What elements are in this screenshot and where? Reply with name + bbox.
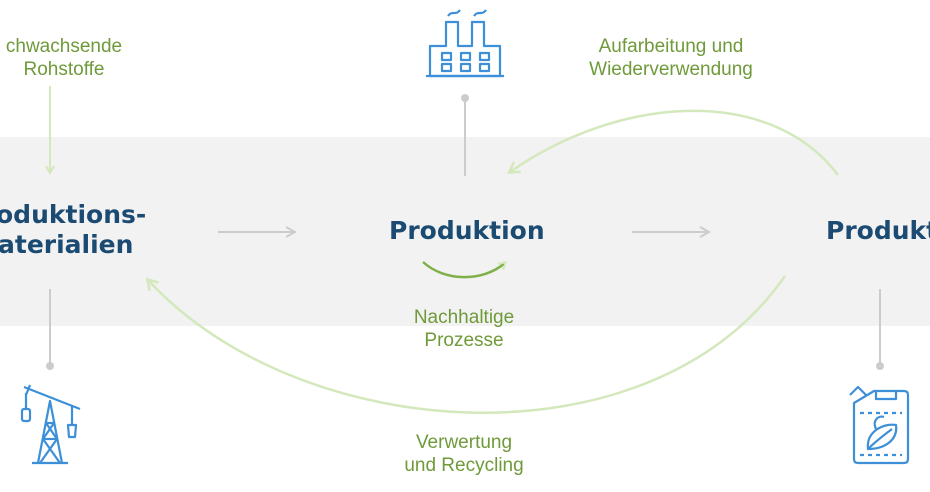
production-materials-line-1: oduktions-	[0, 200, 147, 229]
renewable-resources-label: chwachsende Rohstoffe	[5, 36, 123, 80]
reprocessing-arc	[510, 109, 839, 176]
factory-icon	[426, 9, 504, 78]
production-materials-node: oduktions- aterialien	[0, 200, 146, 260]
sustainable-processes-label: Nachhaltige Prozesse	[413, 307, 515, 351]
sustainable-loop-arc	[422, 262, 505, 279]
reprocessing-label: Aufarbeitung und Wiederverwendung	[589, 36, 753, 80]
oil-pump-connector-dot	[46, 362, 54, 370]
production-materials-line-2: aterialien	[0, 230, 134, 259]
canister-connector-dot	[876, 362, 884, 370]
recycling-label: Verwertung und Recycling	[404, 432, 524, 476]
factory-connector-dot	[461, 94, 469, 102]
oil-pump-icon	[20, 384, 81, 465]
bio-canister-icon	[849, 385, 910, 465]
product-node: Produkt	[826, 216, 930, 245]
production-node: Produktion	[389, 216, 545, 245]
recycling-arc	[148, 275, 787, 414]
